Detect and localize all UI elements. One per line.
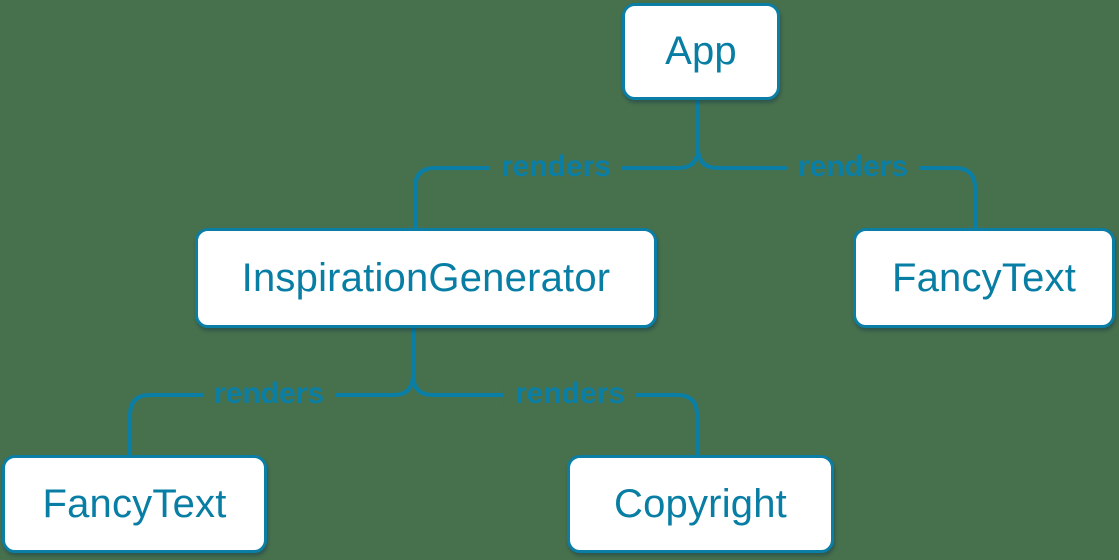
node-copyright-label: Copyright: [614, 481, 787, 526]
node-app-label: App: [665, 29, 737, 73]
edge-label-renders-1: renders: [489, 150, 623, 184]
node-copyright: Copyright: [567, 455, 834, 553]
node-fancy-text-right-label: FancyText: [891, 255, 1077, 300]
edge-label-renders-2: renders: [786, 150, 920, 184]
node-inspiration-generator-label: InspirationGenerator: [241, 255, 611, 300]
node-fancy-text-left: FancyText: [2, 455, 267, 553]
node-fancy-text-right: FancyText: [853, 228, 1115, 328]
node-app: App: [622, 3, 780, 100]
node-inspiration-generator: InspirationGenerator: [195, 228, 657, 328]
node-fancy-text-left-label: FancyText: [42, 481, 227, 526]
edge-label-renders-4: renders: [503, 377, 637, 411]
edge-label-renders-3: renders: [202, 377, 336, 411]
